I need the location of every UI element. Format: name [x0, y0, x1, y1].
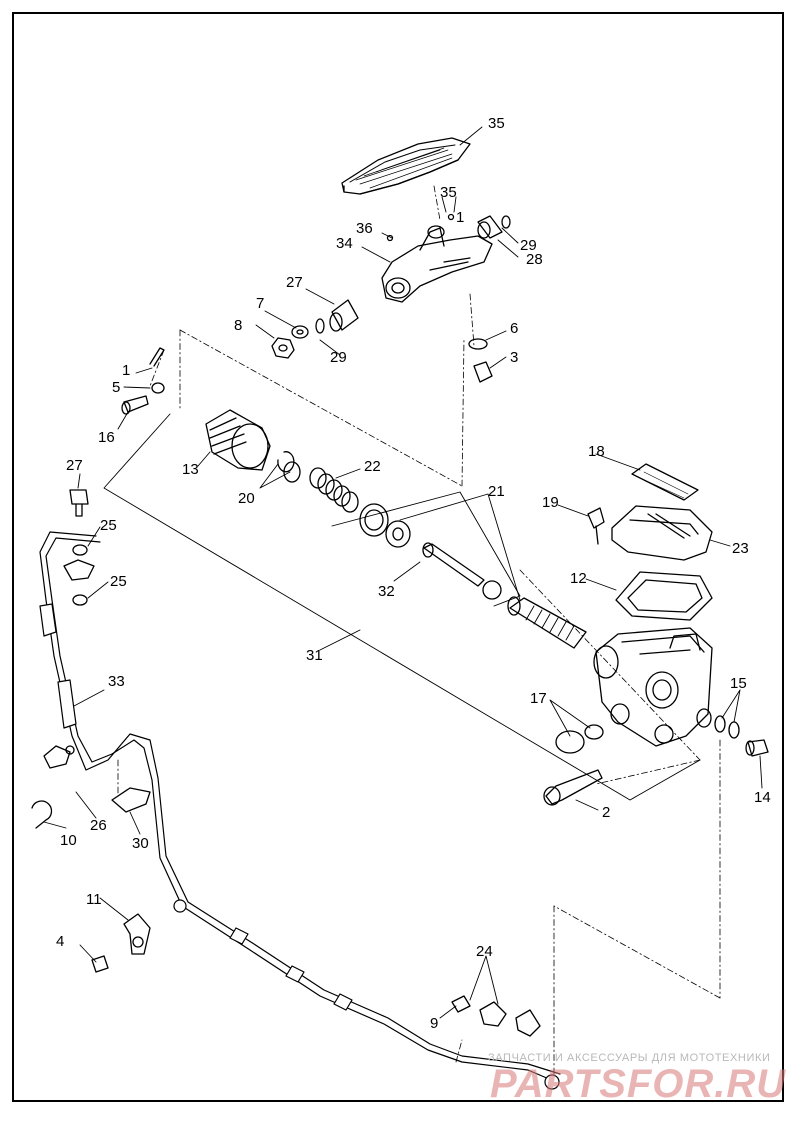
callout-21: 21 [488, 483, 505, 500]
reservoir-cover-23 [611, 505, 713, 561]
banjo-bolt-28 [69, 489, 89, 517]
banjo-washer-25b [72, 594, 88, 606]
line-clip-30 [111, 787, 151, 813]
callout-22: 22 [364, 458, 381, 475]
callout-36: 36 [356, 220, 373, 237]
retaining-ring-20 [277, 451, 295, 473]
callout-25-bottom: 25 [110, 573, 127, 590]
washer-7 [291, 325, 309, 339]
pedal-o-ring-upper [501, 215, 511, 229]
callout-15: 15 [730, 675, 747, 692]
callout-23: 23 [732, 540, 749, 557]
assembly-dashed-lines [117, 185, 721, 1075]
nut-8 [271, 337, 295, 359]
callout-5: 5 [112, 379, 120, 396]
callout-1-top: 1 [456, 209, 464, 226]
callout-13: 13 [182, 461, 199, 478]
cover-screw-19 [587, 507, 605, 545]
crush-washer-15b [728, 721, 740, 739]
boot-cap-3 [473, 361, 493, 383]
connector-9 [451, 995, 471, 1013]
banjo-washer-25a [72, 544, 88, 556]
callout-11: 11 [86, 891, 102, 908]
cotter-pin-1 [149, 347, 165, 367]
washer-20 [283, 461, 301, 483]
line-clip-10 [31, 800, 53, 829]
callout-9: 9 [430, 1015, 438, 1032]
foot-pedal-pad [341, 137, 471, 195]
pedal-o-ring-lower [315, 318, 325, 334]
callout-10: 10 [60, 832, 77, 849]
p-clamp-11 [123, 913, 151, 955]
callout-16: 16 [98, 429, 115, 446]
pressure-switch-24 [479, 1001, 541, 1037]
callout-20: 20 [238, 490, 255, 507]
o-ring-17 [584, 724, 604, 740]
master-cylinder-body [593, 627, 713, 747]
pin-35 [447, 213, 455, 221]
washer-21 [385, 520, 411, 548]
piston-assembly [507, 596, 587, 649]
clevis-pin-16 [121, 395, 149, 415]
callout-8: 8 [234, 317, 242, 334]
pin-36 [386, 234, 394, 242]
callout-6: 6 [510, 320, 518, 337]
pedal-bushing-upper [477, 215, 503, 239]
retainer-6 [468, 338, 488, 350]
callout-29-right: 29 [520, 237, 537, 254]
crush-washer-15a [714, 715, 726, 733]
mounting-bolt-2 [543, 769, 603, 806]
watermark-logo: PARTSFOR.RU [490, 1062, 787, 1106]
snap-ring-21 [359, 503, 389, 537]
callout-27-right: 28 [526, 251, 543, 268]
washer-5 [151, 382, 165, 394]
screw-4 [91, 955, 109, 973]
callout-3: 3 [510, 349, 518, 366]
rubber-boot-13 [205, 409, 271, 471]
diagram-frame [12, 12, 784, 1102]
spring-22 [309, 467, 359, 513]
callout-17: 17 [530, 690, 547, 707]
callout-14: 14 [754, 789, 771, 806]
callout-34: 35 [488, 115, 505, 132]
callout-27-left: 27 [286, 274, 303, 291]
watermark-caption: ЗАПЧАСТИ И АКСЕССУАРЫ ДЛЯ МОТОТЕХНИКИ [488, 1052, 771, 1064]
callout-28: 27 [66, 457, 83, 474]
callout-31: 31 [306, 647, 323, 664]
callout-12: 12 [570, 570, 587, 587]
callout-30: 30 [132, 835, 149, 852]
callout-7: 7 [256, 295, 264, 312]
pushrod-32 [422, 542, 502, 600]
brake-pedal-lever [381, 225, 493, 303]
plug-17 [555, 730, 585, 754]
group-outlines [103, 413, 701, 801]
banjo-fitting [63, 559, 95, 581]
callout-33: 33 [108, 673, 125, 690]
brake-line-33 [39, 531, 561, 1090]
callout-24: 24 [476, 943, 493, 960]
callout-35-top: 35 [440, 184, 457, 201]
callout-26: 26 [90, 817, 107, 834]
callout-19: 19 [542, 494, 559, 511]
callout-18: 18 [588, 443, 605, 460]
pedal-bushing-lower [329, 299, 359, 332]
callout-25-top: 25 [100, 517, 117, 534]
label-decal-18 [631, 463, 699, 501]
line-clamp-26 [43, 745, 75, 769]
callout-32: 32 [378, 583, 395, 600]
callout-2: 2 [602, 804, 610, 821]
cover-gasket-12 [615, 571, 713, 621]
callout-35-left: 34 [336, 235, 353, 252]
callout-4: 4 [56, 933, 64, 950]
callout-29-left: 29 [330, 349, 347, 366]
leader-lines [43, 126, 763, 1019]
bleeder-bolt-14 [745, 739, 769, 757]
callout-1: 1 [122, 362, 130, 379]
